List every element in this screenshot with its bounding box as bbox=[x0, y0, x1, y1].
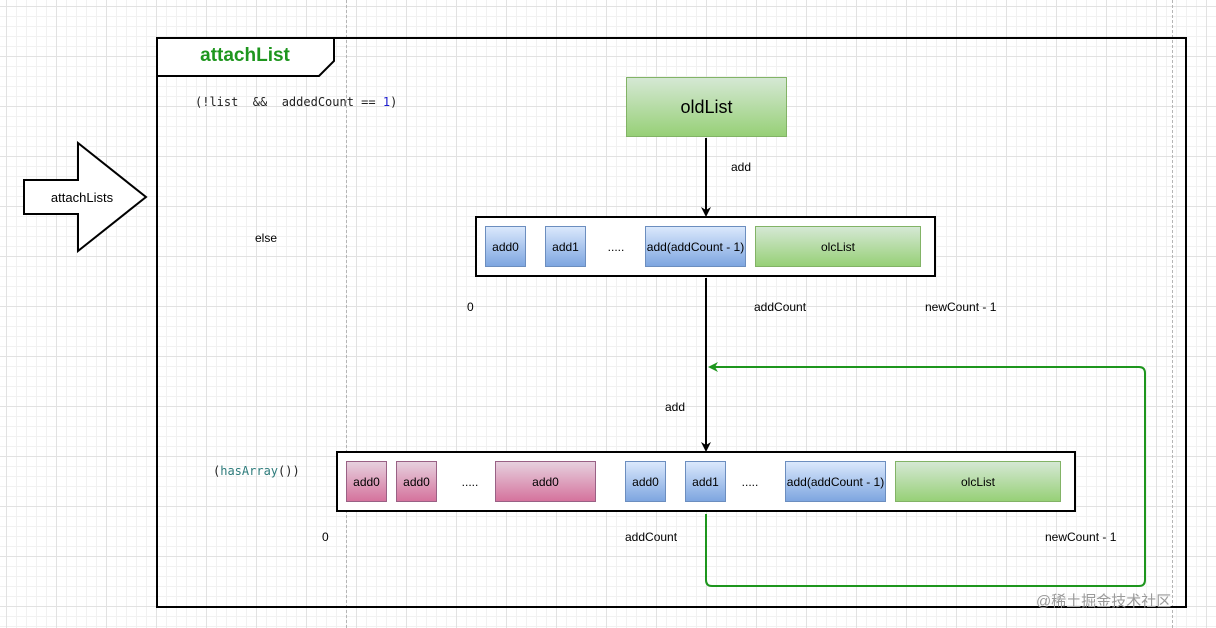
top-box-ellipsis: ..... bbox=[607, 239, 625, 254]
bottom-index-newcount: newCount - 1 bbox=[1045, 530, 1117, 544]
top-box-add-last: add(addCount - 1) bbox=[645, 226, 746, 267]
top-index-addcount: addCount bbox=[754, 300, 807, 314]
condition-third-close: ()) bbox=[278, 464, 300, 478]
bottom-arrow-label: add bbox=[665, 400, 686, 414]
condition-first-open: (!list && addedCount == bbox=[195, 95, 383, 109]
bottom-index-addcount: addCount bbox=[625, 530, 678, 544]
condition-else: else bbox=[255, 231, 278, 245]
entry-arrow-label: attachLists bbox=[50, 190, 114, 205]
top-box-add1: add1 bbox=[545, 226, 586, 267]
watermark: @稀土掘金技术社区 bbox=[1036, 593, 1172, 610]
entry-arrow-icon bbox=[23, 141, 148, 253]
loop-arrow bbox=[705, 362, 1146, 587]
bottom-box-old-list: olcList bbox=[895, 461, 1061, 502]
top-box-old-list: olcList bbox=[755, 226, 921, 267]
bottom-box-add1: add1 bbox=[685, 461, 726, 502]
bottom-box-add0: add0 bbox=[625, 461, 666, 502]
condition-third-fn: hasArray bbox=[220, 464, 279, 478]
bottom-box-pink-add0-b: add0 bbox=[396, 461, 437, 502]
top-index-zero: 0 bbox=[467, 300, 474, 314]
top-arrow-label: add bbox=[731, 160, 752, 174]
old-list-box: oldList bbox=[626, 77, 787, 137]
attach-list-frame bbox=[156, 37, 1187, 608]
condition-third-open: ( bbox=[213, 464, 221, 478]
bottom-box-ellipsis-b: ..... bbox=[741, 474, 759, 489]
bottom-box-add-last: add(addCount - 1) bbox=[785, 461, 886, 502]
condition-first-close: ) bbox=[390, 95, 398, 109]
condition-first: (!list && addedCount == 1) bbox=[195, 95, 397, 109]
top-index-newcount: newCount - 1 bbox=[925, 300, 997, 314]
condition-first-num: 1 bbox=[382, 95, 391, 109]
title-tab bbox=[156, 37, 335, 77]
bottom-box-pink-add0-c: add0 bbox=[495, 461, 596, 502]
bottom-box-ellipsis-a: ..... bbox=[461, 474, 479, 489]
guide-line-left bbox=[346, 0, 347, 628]
diagram-title: attachList bbox=[200, 45, 290, 66]
bottom-index-zero: 0 bbox=[322, 530, 329, 544]
condition-third: (hasArray()) bbox=[213, 464, 300, 478]
guide-line-right bbox=[1172, 0, 1173, 628]
bottom-box-pink-add0-a: add0 bbox=[346, 461, 387, 502]
top-box-add0: add0 bbox=[485, 226, 526, 267]
